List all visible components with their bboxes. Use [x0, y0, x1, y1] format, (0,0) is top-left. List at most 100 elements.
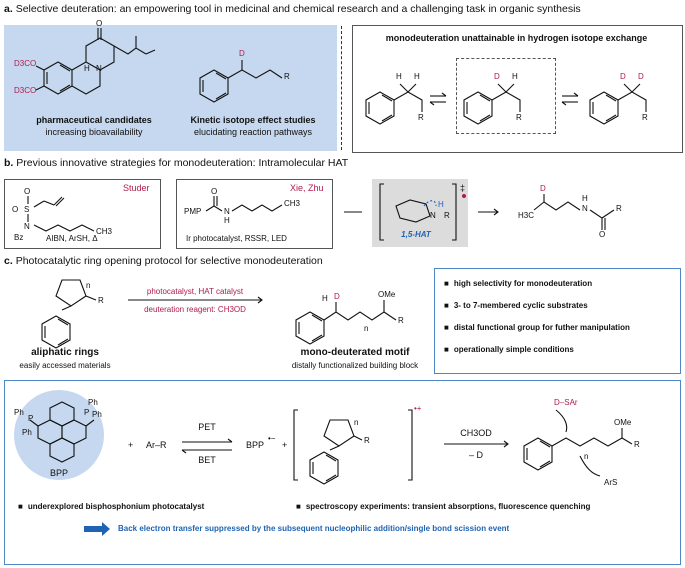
- hie-label-r2: R: [516, 113, 522, 122]
- section-a-heading: a. Selective deuteration: an empowering …: [4, 3, 581, 15]
- d3co-label-2: D3CO: [14, 86, 37, 95]
- mech-radical-cation: •+: [414, 404, 422, 413]
- bpp-ph-4: Ph: [92, 410, 102, 419]
- mech-bet: BET: [198, 455, 216, 465]
- mech-ars: ArS: [604, 478, 618, 487]
- xie-zhu-box: [176, 179, 333, 249]
- feature-4: operationally simple conditions: [444, 345, 574, 354]
- mech-plus-2: +: [282, 440, 288, 450]
- prod-b-r: R: [616, 204, 622, 213]
- features-box: [434, 268, 681, 374]
- hie-dashed-box: [456, 58, 556, 134]
- prod-c-ome: OMe: [378, 290, 396, 299]
- product-title: mono-deuterated motif: [300, 347, 410, 358]
- hie-label-d3: D: [638, 72, 644, 81]
- mech-pet: PET: [198, 422, 216, 432]
- sub-n: n: [86, 281, 91, 290]
- prod-c-h: H: [322, 294, 328, 303]
- prod-c-d: D: [334, 292, 340, 301]
- section-c-heading: c. Photocatalytic ring opening protocol …: [4, 255, 323, 267]
- xie-zhu-name: Xie, Zhu: [290, 183, 324, 193]
- section-b-heading: b. Previous innovative strategies for mo…: [4, 157, 348, 169]
- xz-h: H: [224, 216, 230, 225]
- feature-1: high selectivity for monodeuteration: [444, 279, 592, 288]
- prod-b-d: D: [540, 184, 546, 193]
- mech-bpp-anion: BPP: [246, 440, 265, 450]
- prod-c-r: R: [398, 316, 404, 325]
- studer-bz: Bz: [14, 233, 24, 242]
- xz-o: O: [211, 187, 218, 196]
- hie-label-h3: H: [512, 72, 518, 81]
- mech-ring-r: R: [364, 436, 370, 445]
- hie-label-r3: R: [642, 113, 648, 122]
- mech-footer: Back electron transfer suppressed by the…: [118, 524, 510, 533]
- section-a-left-panel: [4, 25, 337, 151]
- studer-s: S: [24, 205, 30, 214]
- kie-title: Kinetic isotope effect studies: [190, 115, 316, 125]
- feature-2: 3- to 7-membered cyclic substrates: [444, 301, 588, 310]
- studer-box: [4, 179, 161, 249]
- kie-r-label: R: [284, 72, 290, 81]
- xie-zhu-conditions: Ir photocatalyst, RSSR, LED: [186, 234, 287, 243]
- mech-prod-r: R: [634, 440, 640, 449]
- studer-n: N: [24, 222, 30, 231]
- section-a-divider: [341, 26, 342, 150]
- tbz-hydrogen-label: H: [84, 64, 90, 73]
- sub-r: R: [98, 296, 104, 305]
- substrate-subtitle: easily accessed materials: [19, 361, 111, 370]
- section-a-right-panel: [352, 25, 683, 153]
- bpp-catalyst-circle: [14, 390, 104, 480]
- hie-label-r1: R: [418, 113, 424, 122]
- hat-box: [372, 179, 468, 247]
- hie-label-d1: D: [494, 72, 500, 81]
- product-subtitle: distally functionalized building block: [291, 361, 419, 370]
- bpp-ph-3: Ph: [88, 398, 98, 407]
- studer-o2: O: [12, 205, 19, 214]
- bpp-p-1: P: [28, 414, 34, 423]
- xz-pmp: PMP: [184, 207, 202, 216]
- tbz-oxygen-label: O: [96, 19, 103, 28]
- mech-prod-ome: OMe: [614, 418, 632, 427]
- bpp-ph-2: Ph: [22, 428, 32, 437]
- tbz-nitrogen-label: N: [96, 64, 102, 73]
- section-c-title: Photocatalytic ring opening protocol for…: [15, 255, 323, 267]
- hat-dagger: ‡: [460, 183, 466, 193]
- section-c-label: c.: [4, 255, 13, 267]
- prod-c-n: n: [364, 324, 369, 333]
- studer-o1: O: [24, 187, 31, 196]
- hie-label-h1: H: [396, 72, 402, 81]
- section-b-title: Previous innovative strategies for monod…: [16, 157, 349, 169]
- feature-3: distal functional group for futher manip…: [444, 323, 630, 332]
- mech-ar-r: Ar–R: [146, 440, 167, 450]
- studer-conditions: AIBN, ArSH, Δ: [46, 234, 98, 243]
- prod-b-o: O: [599, 230, 606, 239]
- mech-plus-1: +: [128, 440, 134, 450]
- prod-b-n: N: [582, 204, 588, 213]
- mech-d-sar: D–SAr: [554, 398, 578, 407]
- studer-name: Studer: [123, 183, 150, 193]
- section-a-title: Selective deuteration: an empowering too…: [15, 3, 581, 15]
- hie-title: monodeuteration unattainable in hydrogen…: [385, 33, 648, 43]
- section-b-label: b.: [4, 157, 14, 169]
- mech-ring-n: n: [354, 418, 359, 427]
- mech-bpp-charge: •−: [268, 434, 276, 443]
- prod-b-h3c: H3C: [518, 211, 535, 220]
- prod-b-h: H: [582, 194, 588, 203]
- xz-n: N: [224, 207, 230, 216]
- xz-ch3: CH3: [284, 199, 301, 208]
- hat-n: N: [430, 211, 436, 220]
- hat-radical-dot: [462, 194, 466, 198]
- mechanism-box: [4, 380, 681, 565]
- mech-minus-d: – D: [468, 450, 483, 460]
- substrate-title: aliphatic rings: [31, 347, 99, 358]
- hie-label-d2: D: [620, 72, 626, 81]
